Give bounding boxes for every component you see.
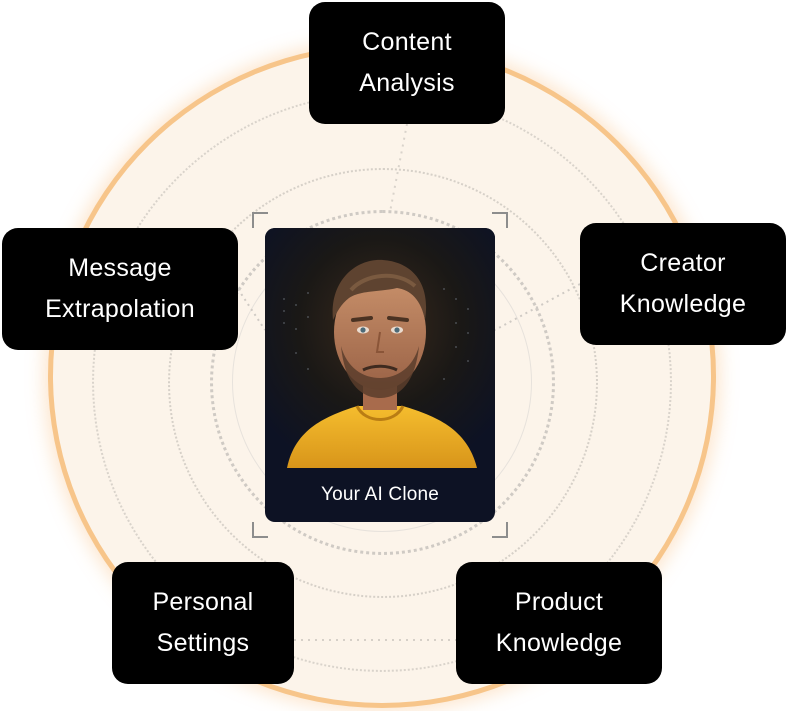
ai-clone-caption: Your AI Clone: [320, 484, 440, 505]
node-product-knowledge-line2: Knowledge: [495, 629, 623, 657]
connector-message-to-center: [237, 288, 266, 331]
node-content-analysis-line2: Analysis: [359, 69, 455, 97]
avatar-portrait: [265, 228, 495, 468]
node-creator-knowledge: Creator Knowledge: [580, 223, 786, 345]
focus-bracket-top-left: [252, 212, 268, 228]
connector-content-to-center: [389, 123, 408, 213]
focus-bracket-top-right: [492, 212, 508, 228]
node-content-analysis: Content Analysis: [309, 2, 505, 124]
node-message-extrapolation-line1: Message: [68, 254, 172, 282]
node-message-extrapolation: Message Extrapolation: [2, 228, 238, 350]
node-product-knowledge-line1: Product: [514, 588, 604, 616]
ai-clone-card: Your AI Clone: [265, 228, 495, 522]
orbit-dotted-ring-inner: [210, 210, 555, 555]
node-creator-knowledge-line1: Creator: [640, 249, 726, 277]
node-message-extrapolation-line2: Extrapolation: [45, 295, 195, 323]
node-product-knowledge: Product Knowledge: [456, 562, 662, 684]
focus-bracket-bottom-left: [252, 522, 268, 538]
focus-bracket-bottom-right: [492, 522, 508, 538]
node-content-analysis-line1: Content: [362, 28, 452, 56]
node-creator-knowledge-line2: Knowledge: [619, 290, 747, 318]
connector-creator-to-center: [494, 283, 581, 331]
node-personal-settings: Personal Settings: [112, 562, 294, 684]
orbit-dotted-ring-middle: [168, 168, 598, 598]
node-personal-settings-line2: Settings: [156, 629, 250, 657]
node-personal-settings-line1: Personal: [152, 588, 254, 616]
